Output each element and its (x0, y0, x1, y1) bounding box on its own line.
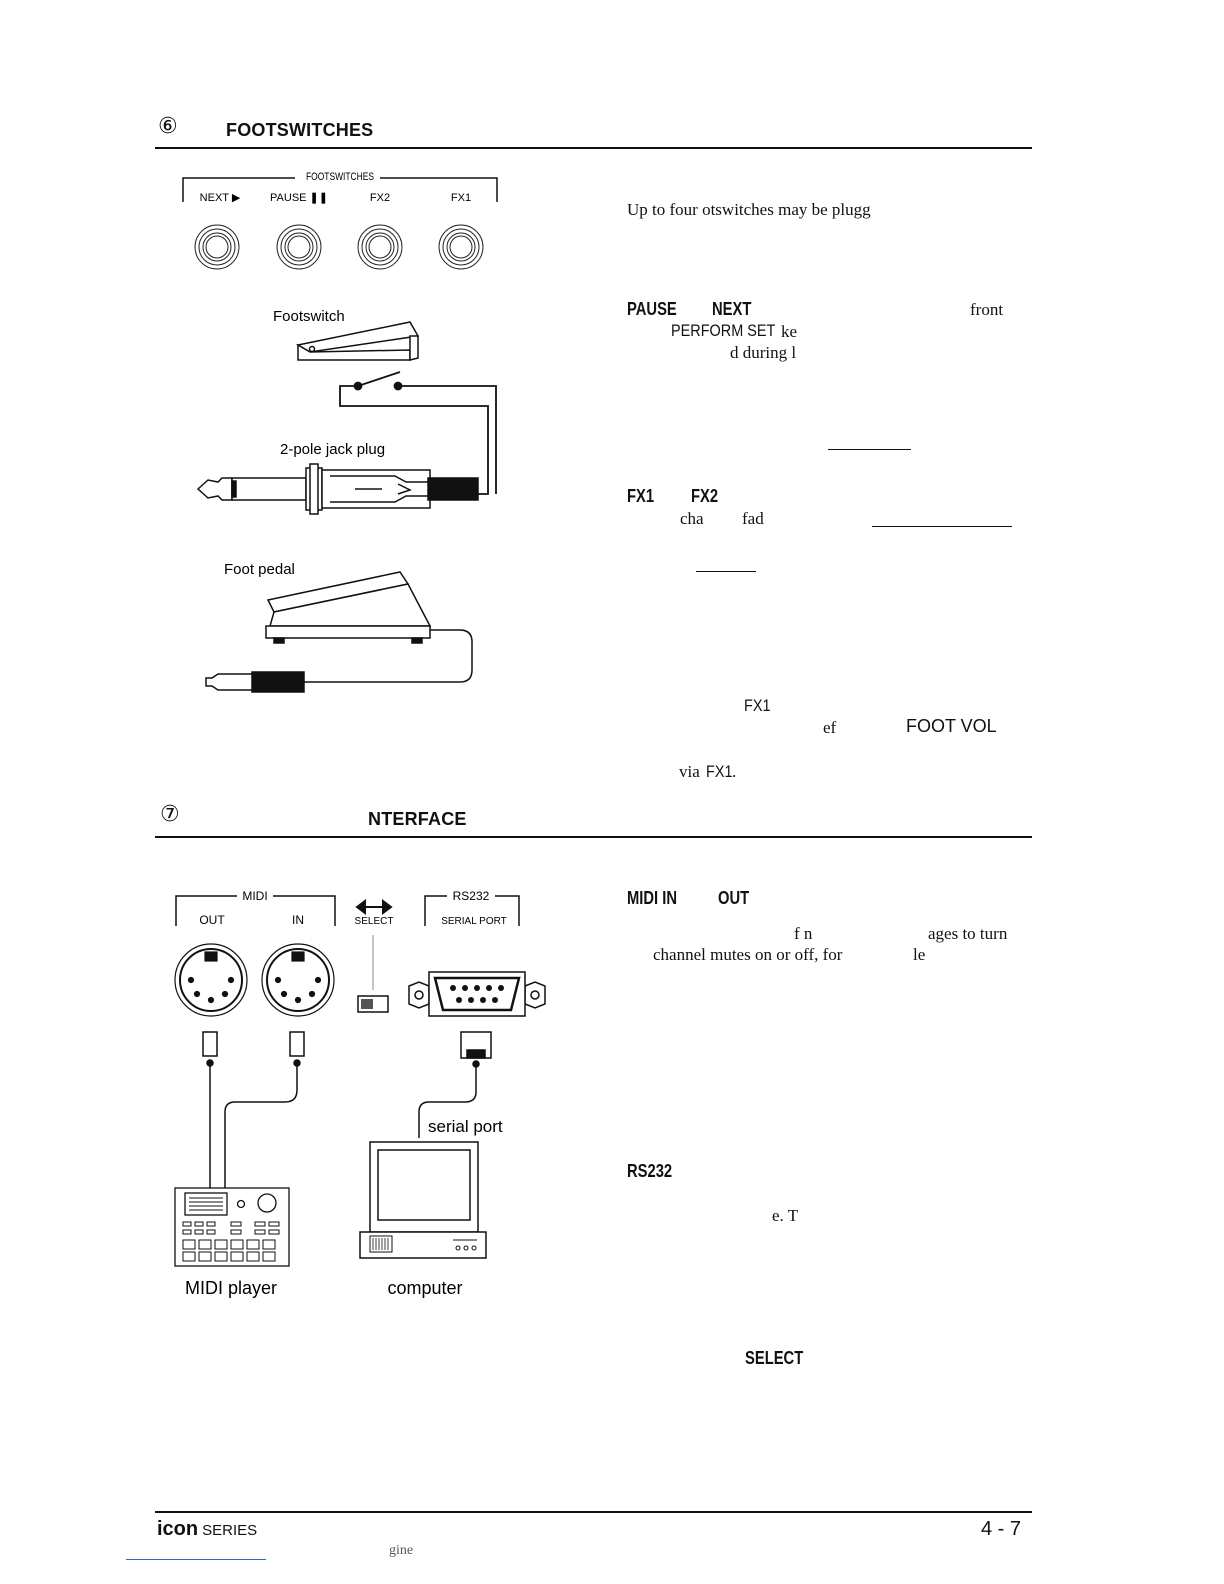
foot-pedal-label: Foot pedal (224, 561, 295, 578)
select-keyword: SELECT (745, 1348, 804, 1368)
select-label: SELECT (355, 916, 394, 927)
jack-socket-fx2 (357, 224, 403, 270)
jack-socket-fx1 (438, 224, 484, 270)
computer-drawing (359, 1141, 487, 1259)
section-title-interface: NTERFACE (368, 809, 467, 829)
jack-label-next: NEXT ▶ (200, 192, 241, 204)
via-fx1-keyword: FX1 (706, 762, 733, 781)
next-keyword: NEXT (712, 299, 752, 319)
midi-label: MIDI (242, 889, 267, 903)
midi-cables (202, 1031, 305, 1190)
jack-plug-drawing (196, 463, 479, 515)
jack-socket-next (194, 224, 240, 270)
out-keyword: OUT (718, 888, 750, 908)
channel-mutes-text: channel mutes on or off, for (653, 945, 843, 964)
rs232-connector (408, 971, 546, 1017)
ages-text: ages to turn (928, 924, 1008, 943)
foot-vol-keyword: FOOT VOL (906, 716, 997, 736)
fx2-keyword: FX2 (691, 486, 719, 506)
cha-text: cha (680, 509, 704, 528)
midi-in-label: IN (292, 913, 304, 927)
via-period: . (732, 762, 737, 781)
jack-socket-pause (276, 224, 322, 270)
footer-fragment: gine (389, 1543, 414, 1558)
midi-player-drawing (174, 1187, 290, 1267)
footswitch-label: Footswitch (273, 308, 345, 325)
underline-3 (696, 571, 756, 572)
intro-text: Up to four otswitches may be plugg (627, 200, 871, 219)
midi-out-label: OUT (199, 913, 225, 927)
fx1-keyword: FX1 (627, 486, 655, 506)
serial-port-cable-label: serial port (428, 1117, 503, 1136)
section-title-footswitches: FOOTSWITCHES (226, 120, 374, 140)
during-text: d during l (730, 343, 797, 362)
underline-2 (872, 526, 1012, 527)
select-arrow-icon (355, 899, 393, 915)
footer-divider (155, 1511, 1032, 1513)
footswitches-panel-label: FOOTSWITCHES (306, 171, 374, 183)
midi-player-label: MIDI player (185, 1278, 277, 1298)
footswitch-diagram: FOOTSWITCHES NEXT ▶ PAUSE ❚❚ FX2 FX1 Foo… (182, 171, 498, 693)
e-t-text: e. T (772, 1206, 799, 1225)
serial-cable (418, 1031, 492, 1138)
fad-text: fad (742, 509, 764, 528)
ke-text: ke (781, 322, 798, 341)
le-text: le (913, 945, 926, 964)
section-divider (155, 147, 1032, 149)
rs232-keyword: RS232 (627, 1161, 673, 1181)
footer-brand: icon SERIES (157, 1518, 257, 1541)
footer-series-text: SERIES (202, 1522, 258, 1539)
rs232-label: RS232 (453, 889, 490, 903)
section-number-6: ⑥ (158, 114, 178, 139)
computer-label: computer (387, 1278, 462, 1298)
underline-1 (828, 449, 911, 450)
serial-port-panel-label: SERIAL PORT (441, 916, 507, 927)
midi-out-socket (174, 943, 248, 1017)
jack-label-fx2: FX2 (370, 192, 390, 204)
footer-link-underline (126, 1559, 266, 1560)
fn-text: f n (794, 924, 813, 943)
via-text: via (679, 762, 700, 781)
page-number: 4 - 7 (981, 1518, 1022, 1540)
jack-label-pause: PAUSE ❚❚ (270, 192, 328, 204)
perform-set-keyword: PERFORM SET (671, 321, 776, 340)
select-switch-knob (361, 999, 373, 1009)
section-divider (155, 836, 1032, 838)
midi-in-keyword: MIDI IN (627, 888, 678, 908)
pause-keyword: PAUSE (627, 299, 677, 319)
pedal-cable (205, 629, 473, 693)
footswitch-drawing (295, 321, 420, 361)
footer-brand-icon-text: icon (157, 1518, 199, 1540)
rs232-bracket (424, 895, 520, 926)
midi-bracket (175, 895, 336, 926)
fx1-inline-keyword: FX1 (744, 696, 771, 715)
panel-bracket (182, 177, 498, 202)
ef-text: ef (823, 718, 837, 737)
jack-plug-label: 2-pole jack plug (280, 441, 385, 458)
interface-diagram: MIDI OUT IN SELECT RS232 SERIAL PORT (174, 889, 546, 1298)
jack-label-fx1: FX1 (451, 192, 471, 204)
foot-pedal-drawing (265, 571, 432, 644)
midi-in-socket (261, 943, 335, 1017)
section-number-7: ⑦ (160, 802, 180, 827)
front-text: front (970, 300, 1004, 319)
